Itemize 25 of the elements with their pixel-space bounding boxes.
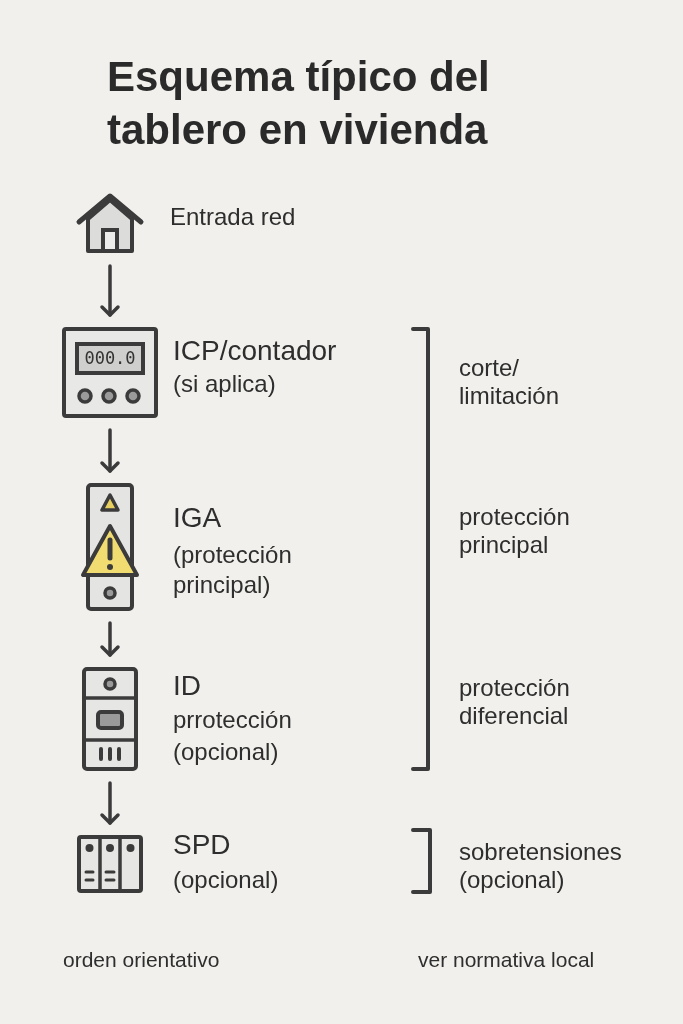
component-name: ID: [173, 669, 201, 703]
arrow: [100, 264, 120, 317]
component-note: prrotección (opcional): [173, 705, 293, 767]
supply-label: Entrada red: [170, 202, 296, 232]
bracket-label: protección diferencial: [459, 674, 571, 730]
component-name: ICP/contador: [173, 334, 337, 368]
module-icon: [82, 667, 138, 771]
component-note: (si aplica): [173, 369, 276, 399]
component-note: (opcional): [173, 865, 279, 895]
arrow: [100, 428, 120, 473]
arrow: [100, 621, 120, 657]
meter-reading: 000.0: [75, 342, 145, 375]
component-note: (protección principal): [173, 540, 293, 600]
bracket-label: corte/ limitación: [459, 354, 561, 410]
bracket-label: sobretensiones (opcional): [459, 838, 623, 894]
arrow: [100, 781, 120, 825]
footnote: ver normativa local: [418, 948, 595, 972]
title: Esquema típico del tablero en vivienda: [107, 52, 491, 155]
house-icon: [75, 192, 145, 254]
component-name: SPD: [173, 828, 231, 862]
component-name: IGA: [173, 501, 222, 535]
bracket-label: protección principal: [459, 503, 571, 559]
triple-module-icon: [77, 835, 143, 893]
electricity-meter: [62, 327, 158, 418]
footnote: orden orientativo: [63, 948, 220, 972]
